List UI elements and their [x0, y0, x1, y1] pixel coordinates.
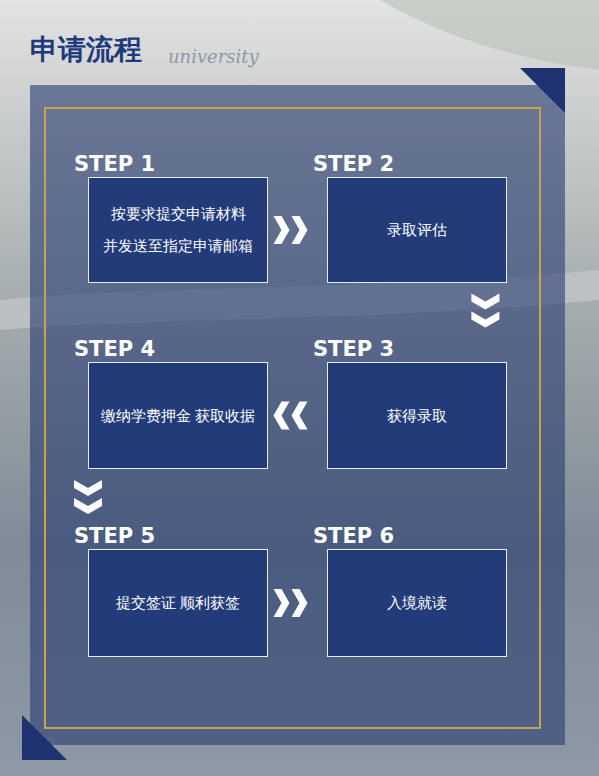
step-body: 按要求提交申请材料 并发送至指定申请邮箱	[89, 178, 267, 282]
step-label: STEP 6	[313, 525, 394, 547]
chevron-connector	[274, 402, 308, 430]
tree-area	[380, 0, 599, 70]
step-text: 缴纳学费押金 获取收据	[101, 400, 256, 432]
step-text: 按要求提交申请材料 并发送至指定申请邮箱	[99, 198, 257, 262]
step-box: STEP 4缴纳学费押金 获取收据	[88, 362, 268, 469]
chevron-head	[471, 294, 499, 310]
corner-triangle	[520, 68, 565, 113]
chevron-head	[74, 480, 102, 496]
gold-frame	[45, 108, 540, 728]
step-body: 缴纳学费押金 获取收据	[89, 363, 267, 468]
chevron-head	[292, 589, 308, 617]
step-box: STEP 6入境就读	[327, 549, 507, 657]
step-text: 提交签证 顺利获签	[116, 587, 241, 619]
step-text: 获得录取	[387, 400, 447, 432]
panel	[30, 85, 565, 745]
step-label: STEP 2	[313, 153, 394, 175]
step-box: STEP 3获得录取	[327, 362, 507, 469]
step-text: 录取评估	[387, 214, 447, 246]
chevron-head	[274, 589, 290, 617]
step-body: 提交签证 顺利获签	[89, 550, 267, 656]
chevron-connector	[274, 589, 308, 617]
chevron-head	[292, 216, 308, 244]
chevron-head	[74, 498, 102, 514]
chevron-head	[471, 312, 499, 328]
step-body: 获得录取	[328, 363, 506, 468]
step-label: STEP 4	[74, 338, 155, 360]
step-box: STEP 2录取评估	[327, 177, 507, 283]
corner-triangle	[22, 715, 67, 760]
step-body: 入境就读	[328, 550, 506, 656]
chevron-head	[292, 402, 308, 430]
chevron-connector	[471, 294, 499, 328]
step-box: STEP 5提交签证 顺利获签	[88, 549, 268, 657]
step-box: STEP 1按要求提交申请材料 并发送至指定申请邮箱	[88, 177, 268, 283]
chevron-connector	[274, 216, 308, 244]
step-label: STEP 5	[74, 525, 155, 547]
step-label: STEP 1	[74, 153, 155, 175]
chevron-connector	[74, 480, 102, 514]
script-watermark: university	[168, 46, 259, 67]
step-label: STEP 3	[313, 338, 394, 360]
chevron-head	[274, 402, 290, 430]
step-body: 录取评估	[328, 178, 506, 282]
chevron-head	[274, 216, 290, 244]
page-title: 申请流程	[30, 32, 142, 68]
step-text: 入境就读	[387, 587, 447, 619]
